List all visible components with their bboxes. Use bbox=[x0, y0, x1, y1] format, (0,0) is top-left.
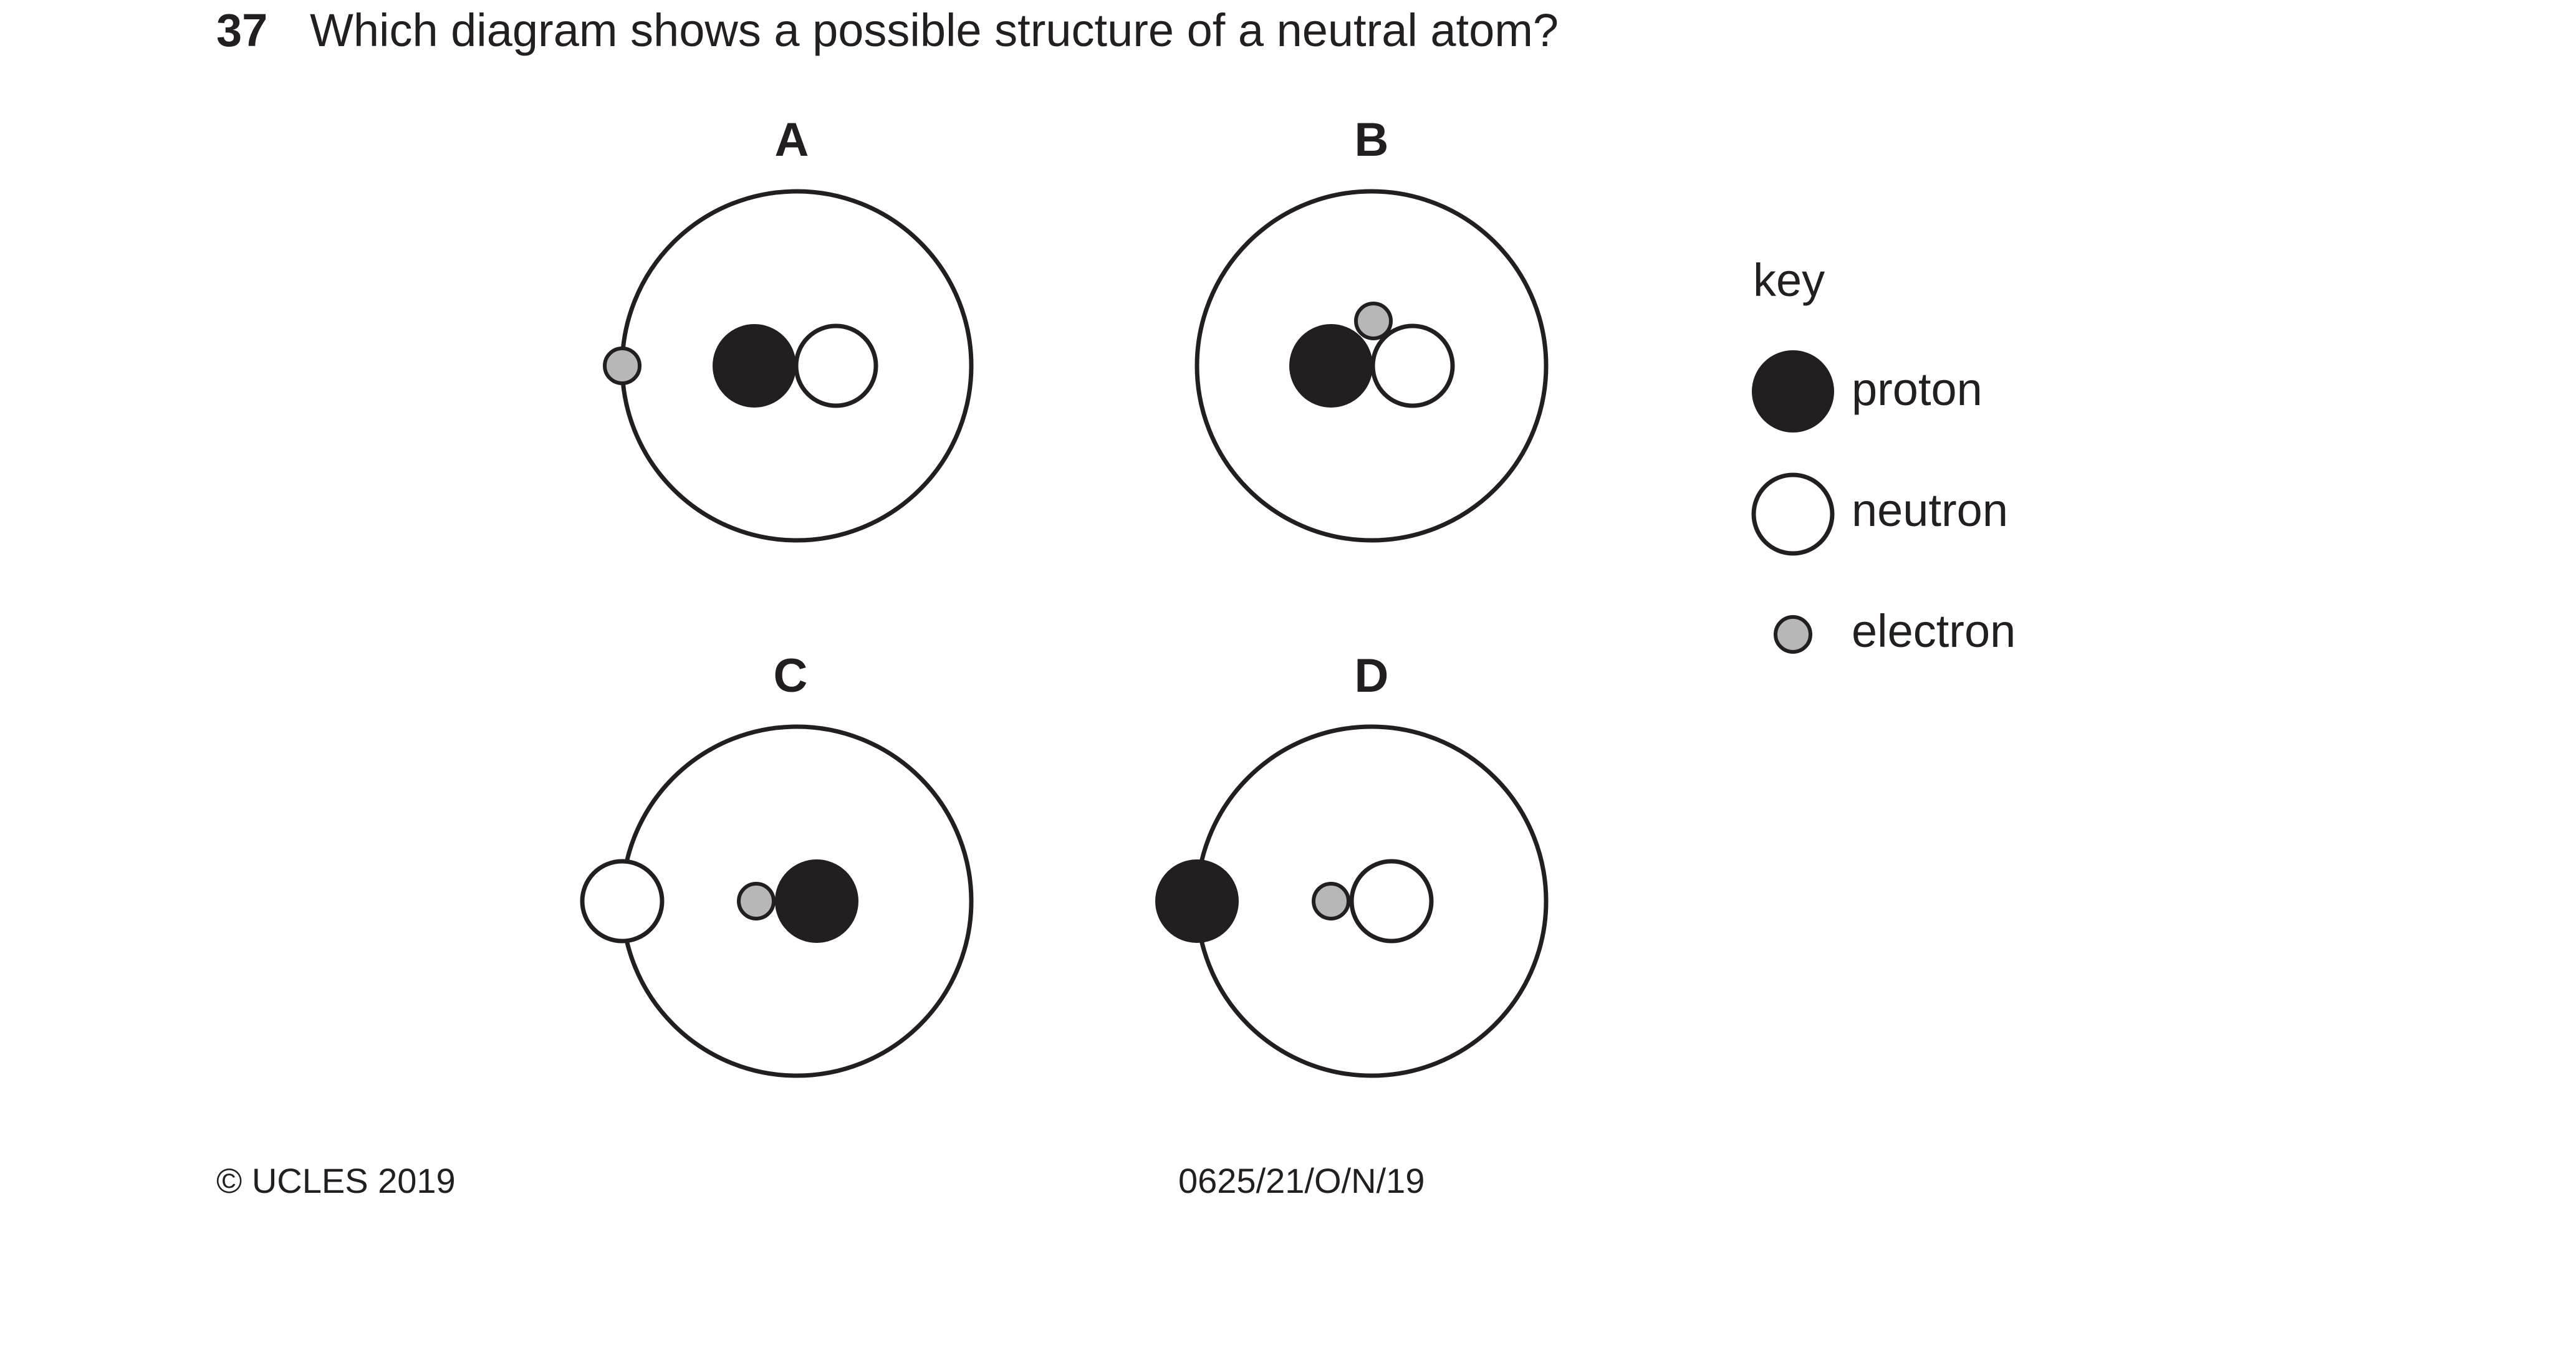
option-a-label: A bbox=[775, 113, 809, 166]
key-title: key bbox=[1753, 254, 1825, 306]
option-b: B bbox=[1194, 113, 1549, 543]
paper-code: 0625/21/O/N/19 bbox=[1178, 1161, 1425, 1200]
option-d-label: D bbox=[1355, 649, 1389, 702]
question: 37 Which diagram shows a possible structu… bbox=[216, 2, 1559, 59]
question-text: Which diagram shows a possible structure… bbox=[310, 4, 1559, 56]
option-c-proton bbox=[775, 859, 858, 943]
option-a-neutron bbox=[794, 323, 878, 408]
option-b-proton bbox=[1289, 324, 1373, 408]
option-d-neutron bbox=[1349, 859, 1434, 944]
option-b-label: B bbox=[1355, 113, 1389, 166]
option-c: C bbox=[580, 649, 974, 1078]
question-number: 37 bbox=[216, 4, 268, 56]
option-c-electron bbox=[737, 882, 776, 920]
key-proton-symbol bbox=[1752, 350, 1834, 433]
key-electron-symbol bbox=[1774, 615, 1812, 654]
key-proton-label: proton bbox=[1852, 363, 1982, 415]
key-neutron-label: neutron bbox=[1852, 484, 2008, 536]
option-d-electron bbox=[1312, 882, 1350, 920]
option-d-proton bbox=[1155, 859, 1239, 943]
option-a: A bbox=[603, 113, 974, 543]
option-c-label: C bbox=[774, 649, 808, 702]
option-a-proton bbox=[713, 324, 796, 408]
option-a-electron bbox=[603, 347, 642, 385]
key-electron-label: electron bbox=[1852, 605, 2016, 657]
option-d: D bbox=[1155, 649, 1549, 1078]
key-neutron-symbol bbox=[1751, 472, 1835, 556]
option-b-electron bbox=[1354, 302, 1393, 340]
option-c-neutron bbox=[580, 859, 665, 944]
option-b-shell bbox=[1194, 189, 1549, 543]
option-b-neutron bbox=[1370, 323, 1455, 408]
key: key proton neutron electron bbox=[1751, 254, 2016, 657]
copyright: © UCLES 2019 bbox=[216, 1161, 456, 1200]
